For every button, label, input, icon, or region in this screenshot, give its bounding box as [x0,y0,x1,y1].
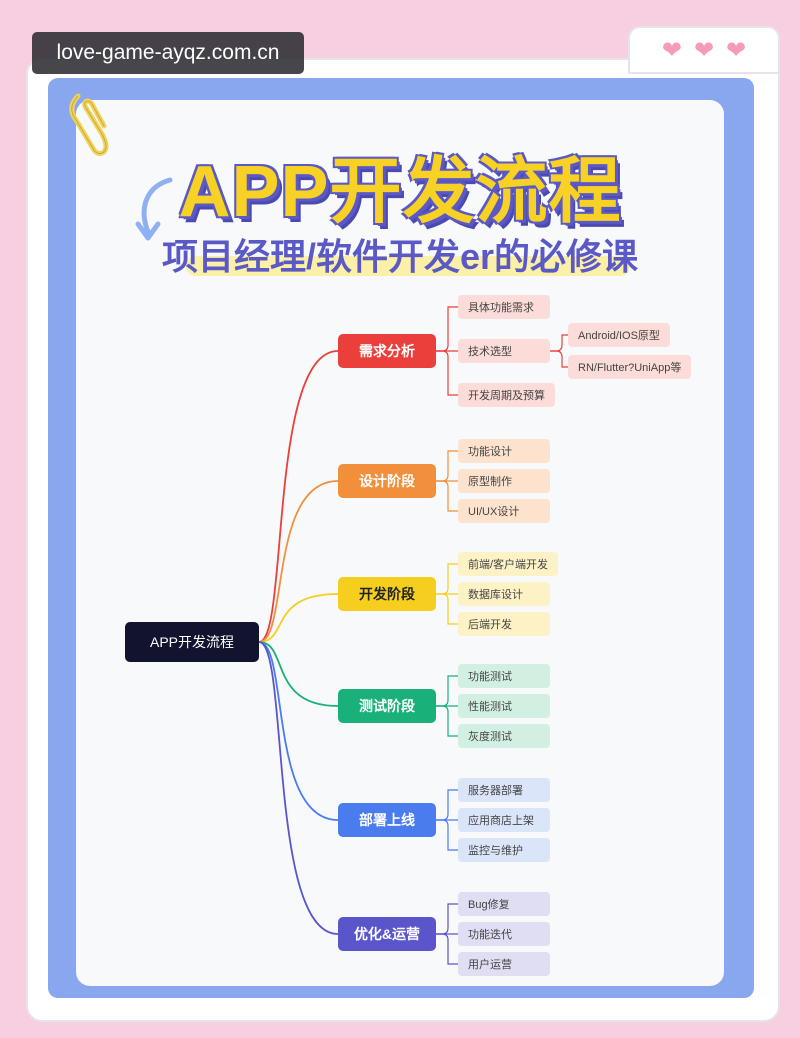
heart-icon: ❤ [661,36,682,64]
stage-node: 开发阶段 [338,577,436,611]
stage-node: 测试阶段 [338,689,436,723]
leaf-node: UI/UX设计 [458,499,550,523]
leaf-node: 开发周期及预算 [458,383,555,407]
page-subtitle: 项目经理/软件开发er的必修课 [161,236,639,277]
watermark: love-game-ayqz.com.cn [32,32,304,74]
leaf-node: 灰度测试 [458,724,550,748]
heart-icon: ❤ [726,36,747,64]
leaf-node: 服务器部署 [458,778,550,802]
subtitle-highlight [186,256,630,276]
paperclip-icon [69,93,109,156]
leaf-node: 后端开发 [458,612,550,636]
leaf-node: 功能设计 [458,439,550,463]
stage-node: 设计阶段 [338,464,436,498]
sub-leaf-node: Android/IOS原型 [568,323,670,347]
leaf-node: 功能测试 [458,664,550,688]
leaf-node: 原型制作 [458,469,550,493]
leaf-node: 具体功能需求 [458,295,550,319]
curved-arrow-icon [135,177,173,241]
leaf-node: 技术选型 [458,339,550,363]
stage-node: 部署上线 [338,803,436,837]
leaf-node: 用户运营 [458,952,550,976]
leaf-node: 性能测试 [458,694,550,718]
leaf-node: Bug修复 [458,892,550,916]
stage-node: 需求分析 [338,334,436,368]
leaf-node: 前端/客户端开发 [458,552,559,576]
page-title: APP开发流程 [178,152,622,232]
heart-icon: ❤ [693,36,715,64]
leaf-node: 监控与维护 [458,838,550,862]
leaf-node: 数据库设计 [458,582,550,606]
leaf-node: 功能迭代 [458,922,550,946]
content-panel [76,100,724,986]
leaf-node: 应用商店上架 [458,808,550,832]
stage-node: 优化&运营 [338,917,436,951]
mindmap-root: APP开发流程 [125,622,259,662]
sub-leaf-node: RN/Flutter?UniApp等 [568,355,692,379]
heart-tab: ❤ ❤ ❤ [628,26,780,74]
